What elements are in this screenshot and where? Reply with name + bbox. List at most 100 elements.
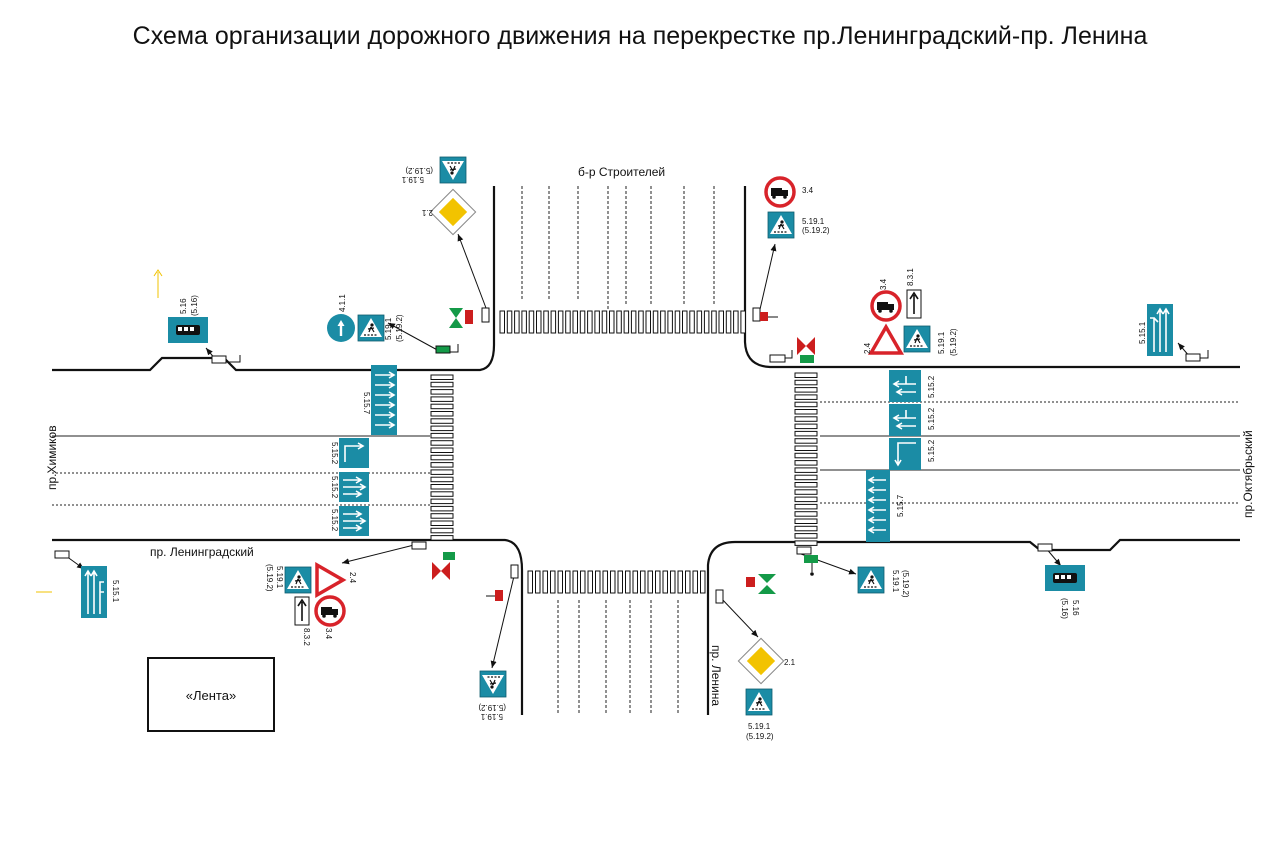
crosswalk-stripe (572, 310, 578, 334)
sign-pedestrian-crossing-icon (903, 325, 931, 353)
crosswalk-east (794, 372, 818, 546)
lane-board (889, 404, 921, 436)
crosswalk-stripe (630, 310, 637, 334)
crosswalk-stripe (616, 310, 622, 334)
crosswalk-stripe (565, 310, 571, 334)
crosswalk-stripe (703, 310, 710, 334)
crosswalk-stripe (430, 403, 454, 410)
street-label-leningradsky: пр. Ленинградский (150, 545, 254, 559)
crosswalk-stripe (430, 432, 454, 439)
crosswalk-stripe (725, 310, 732, 334)
crosswalk-stripe (711, 310, 717, 334)
crosswalk-stripe (662, 570, 668, 594)
crosswalk-stripe (794, 525, 818, 532)
sign-code-label: (5.19.2) (265, 564, 274, 592)
crosswalk-stripe (647, 570, 653, 594)
sign-code-label: 5.15.2 (330, 442, 339, 465)
sign-code-label: 3.4 (324, 628, 333, 640)
crosswalk-stripe (692, 570, 698, 594)
crosswalk-stripe (430, 484, 454, 490)
sign-code-label: 3.4 (802, 186, 814, 195)
crosswalk-stripe (794, 445, 818, 451)
lane-board (866, 470, 890, 542)
street-label-builders: б-р Строителей (578, 165, 665, 179)
crosswalk-stripe (696, 310, 703, 334)
crosswalk-stripe (700, 570, 706, 594)
crosswalk-stripe (430, 535, 454, 541)
sign-code-label: (5.19.2) (949, 328, 958, 356)
sign-straight-arrow-plate-icon (906, 289, 922, 319)
crosswalk-stripe (580, 570, 586, 594)
crosswalk-stripe (660, 310, 666, 334)
sign-code-label: 5.19.1 (802, 217, 825, 226)
crosswalk-stripe (682, 310, 688, 334)
crosswalk-stripe (557, 310, 564, 334)
crosswalk-stripe (689, 310, 695, 334)
crosswalk-stripe (430, 374, 454, 380)
crosswalk-stripe (617, 570, 623, 594)
crosswalk-stripe (645, 310, 651, 334)
road-edge-east-top (743, 186, 1240, 369)
building-label: «Лента» (186, 688, 236, 703)
crosswalk-stripe (674, 310, 681, 334)
crosswalk-stripe (430, 418, 454, 424)
sign-code-label: 2.1 (784, 658, 796, 667)
sign-poles (54, 307, 1201, 604)
crosswalk-stripe (521, 310, 527, 334)
crosswalk-stripe (685, 570, 691, 594)
crosswalk-stripe (536, 310, 542, 334)
sign-code-label: (5.19.2) (395, 314, 404, 342)
crosswalk-stripe (430, 396, 454, 402)
sign-straight-only-icon (327, 314, 355, 342)
crosswalk-stripe (594, 310, 600, 334)
road-edge-east-bottom (706, 538, 1240, 715)
lane-lines (52, 186, 1240, 715)
crosswalk-stripe (499, 310, 505, 334)
street-label-lenina: пр. Ленина (709, 645, 723, 706)
sign-no-trucks-icon (870, 290, 902, 322)
sign-pointers (65, 233, 1191, 669)
sign-code-label: (5.16) (190, 295, 199, 316)
crosswalk-stripe (535, 570, 541, 594)
sign-code-label: 8.3.1 (906, 268, 915, 286)
crosswalk-stripe (587, 570, 593, 594)
crosswalk-stripe (794, 482, 818, 488)
crosswalk-stripe (430, 513, 454, 519)
crosswalk-stripe (602, 570, 608, 594)
crosswalk-west (430, 374, 454, 541)
sign-straight-arrow-plate-icon (294, 596, 310, 626)
sign-code-label: 5.15.2 (927, 375, 936, 398)
crosswalk-stripe (430, 491, 454, 497)
crosswalk-stripe (550, 570, 556, 594)
sign-code-label: (5.16) (1060, 598, 1069, 619)
crosswalk-stripe (794, 416, 818, 422)
sign-pedestrian-crossing-icon (357, 314, 385, 342)
crosswalk-stripe (623, 310, 630, 334)
crosswalk-stripe (794, 540, 818, 546)
lane-board (889, 438, 921, 470)
sign-code-label: 5.15.7 (896, 494, 905, 517)
crosswalk-stripe (632, 570, 638, 594)
crosswalk-stripe (740, 310, 746, 334)
sign-code-label: (5.19.2) (405, 166, 433, 175)
sign-code-label: 4.1.1 (338, 294, 347, 312)
sign-pedestrian-crossing-icon (284, 566, 312, 594)
sign-pedestrian-crossing-icon (857, 566, 885, 594)
building-lenta: «Лента» (147, 657, 275, 732)
sign-yield-icon (315, 563, 345, 597)
crosswalk-stripe (794, 467, 818, 473)
crosswalk-stripe (794, 394, 818, 400)
sign-code-label: 5.16 (1071, 600, 1080, 616)
sign-bus-stop-icon (168, 317, 208, 343)
lane-board (339, 472, 369, 502)
crosswalk-stripe (610, 570, 616, 594)
crosswalk-stripe (733, 310, 739, 334)
crosswalk-stripe (794, 489, 818, 495)
crosswalk-north (499, 310, 746, 334)
sign-code-label: 5.19.1 (275, 566, 284, 589)
crosswalk-stripe (601, 310, 608, 334)
crosswalk-stripe (430, 440, 454, 446)
sign-lane-direction-icon (81, 566, 107, 618)
crosswalk-stripe (640, 570, 646, 594)
